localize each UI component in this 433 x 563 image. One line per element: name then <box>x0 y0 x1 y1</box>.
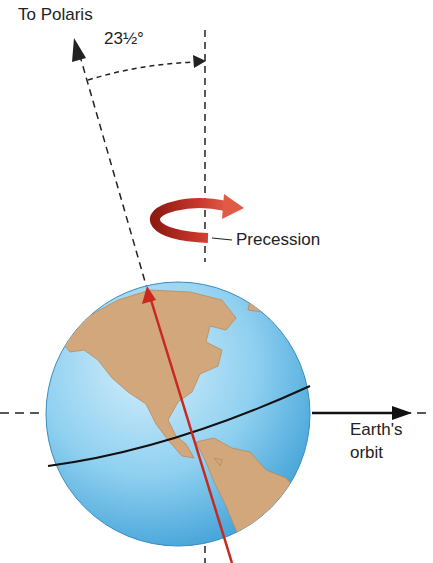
vertical-reference <box>204 30 206 262</box>
label: To Polaris <box>18 4 93 27</box>
angle-arrowhead <box>193 55 206 68</box>
orbit-arrowhead <box>392 406 412 420</box>
rotation-axis <box>151 300 232 563</box>
angle-arc <box>88 62 196 80</box>
axis-arrowhead <box>72 38 86 62</box>
precession-arrow <box>155 203 226 238</box>
label: 23½° <box>104 28 144 51</box>
precession-arrowhead <box>222 194 244 219</box>
equator <box>48 386 310 466</box>
label: Precession <box>236 229 320 252</box>
continents <box>60 290 300 550</box>
orbit-line <box>0 412 44 414</box>
orbit-arrow <box>312 412 396 415</box>
axis-arrowhead <box>142 286 156 304</box>
leader-line <box>212 238 232 240</box>
label: Earth's orbit <box>350 419 412 465</box>
vertical-reference <box>204 546 206 563</box>
orbit-line <box>312 412 430 414</box>
axis-dashed <box>80 56 148 292</box>
